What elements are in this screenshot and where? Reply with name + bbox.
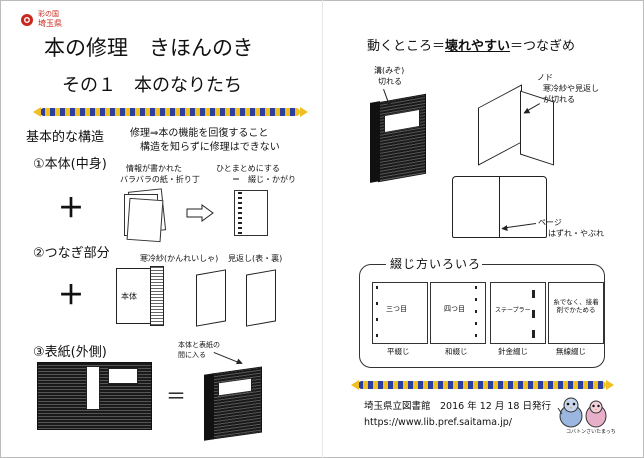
body-label: 本体 [121, 293, 137, 301]
basic-note-2: 構造を知らずに修理はできない [140, 143, 280, 153]
s3-caption-1: 本体と表紙の [178, 342, 220, 349]
binding-name-label: 無線綴じ [556, 348, 586, 356]
logo-line-2: 埼玉県 [38, 20, 62, 28]
binding-types-title: 綴じ方いろいろ [390, 258, 481, 270]
ribbon-end-icon [300, 107, 308, 117]
binding-card-perfect-stitch [372, 282, 428, 344]
right-heading: 動くところ＝壊れやすい＝つなぎめ [367, 40, 575, 53]
binding-inner-label: 三つ目 [386, 306, 407, 313]
spine-title-label [86, 366, 100, 410]
book-spine-illustration [370, 101, 380, 183]
binding-name-label: 針金綴じ [498, 348, 528, 356]
equals-sign: ＝ [166, 386, 186, 406]
ribbon-divider-right [358, 381, 606, 389]
japanese-stitch-icon [475, 286, 477, 340]
s1-caption-1b: バラバラの紙・折り丁 [120, 176, 200, 184]
open-pages-illustration [452, 176, 500, 238]
ribbon-divider-left [40, 108, 300, 116]
prefecture-logo-icon [20, 12, 34, 26]
section-2-title: ②つなぎ部分 [33, 247, 110, 260]
right-heading-emphasis: 壊れやすい [445, 39, 510, 54]
ribbon-end-icon [33, 107, 41, 117]
loose-sheets-illustration [127, 198, 164, 242]
book-spine-illustration [204, 373, 214, 440]
mull-cloth-illustration [150, 266, 164, 326]
basic-note-1: 修理⇒本の機能を回復すること [130, 129, 268, 139]
mascot-caption: コバトンさいたまっち [566, 430, 616, 435]
binding-inner-label: 四つ目 [444, 306, 465, 313]
ribbon-end-icon [351, 380, 359, 390]
binding-inner-label: 糸でなく、接着剤でかためる [552, 298, 600, 315]
endpaper-front-illustration [196, 269, 226, 326]
staple-icon [532, 290, 535, 338]
plus-sign-1: ＋ [58, 196, 84, 222]
gutter-label-1: ノド [537, 74, 553, 82]
binding-card-japanese [430, 282, 486, 344]
center-fold [322, 0, 323, 458]
stitching-icon [238, 192, 242, 234]
right-arrow-icon [186, 204, 214, 222]
section-3-title: ③表紙(外側) [33, 346, 107, 359]
issuer-line: 埼玉県立図書館 2016 年 12 月 18 日発行 [364, 402, 551, 412]
gutter-label-3: が切れる [543, 96, 575, 104]
binding-inner-label: ステープラー [495, 308, 531, 314]
s1-caption-2a: ひとまとめにする [216, 165, 280, 173]
library-url[interactable]: https://www.lib.pref.saitama.jp/ [364, 418, 512, 428]
saitamacchi-mascot-icon [582, 398, 610, 428]
page-label-2: はずれ・やぶれ [548, 230, 604, 238]
section-1-title: ①本体(中身) [33, 158, 107, 171]
endpaper-back-illustration [246, 269, 276, 326]
s2-caption-2: 見返し(表・裏) [228, 255, 282, 263]
page-label-1: ページ [538, 219, 562, 227]
s3-caption-2: 間に入る [178, 352, 206, 359]
s1-caption-1a: 情報が書かれた [126, 165, 182, 173]
gutter-label-2: 寒冷紗や見返し [543, 85, 599, 93]
logo-line-1: 彩の国 [38, 11, 59, 18]
plus-sign-2: ＋ [58, 283, 84, 309]
page-title: 本の修理 きほんのき [44, 38, 253, 59]
cover-title-label [108, 368, 138, 384]
side-stitch-icon [376, 286, 378, 340]
basic-structure-heading: 基本的な構造 [26, 131, 104, 144]
s2-caption-1: 寒冷紗(かんれいしゃ) [140, 255, 218, 263]
binding-name-label: 平綴じ [387, 348, 410, 356]
closed-book-illustration [212, 366, 262, 439]
right-heading-post: ＝つなぎめ [510, 39, 575, 54]
page-subtitle: その１ 本のなりたち [62, 77, 242, 95]
groove-label-1: 溝(みぞ) [374, 67, 404, 75]
s1-caption-2b: ＝ 綴じ・かがり [232, 176, 296, 184]
right-heading-pre: 動くところ＝ [367, 39, 445, 54]
groove-label-2: 切れる [378, 78, 402, 86]
binding-name-label: 和綴じ [445, 348, 468, 356]
closed-book-grooves-illustration [378, 94, 426, 182]
ribbon-end-icon [606, 380, 614, 390]
